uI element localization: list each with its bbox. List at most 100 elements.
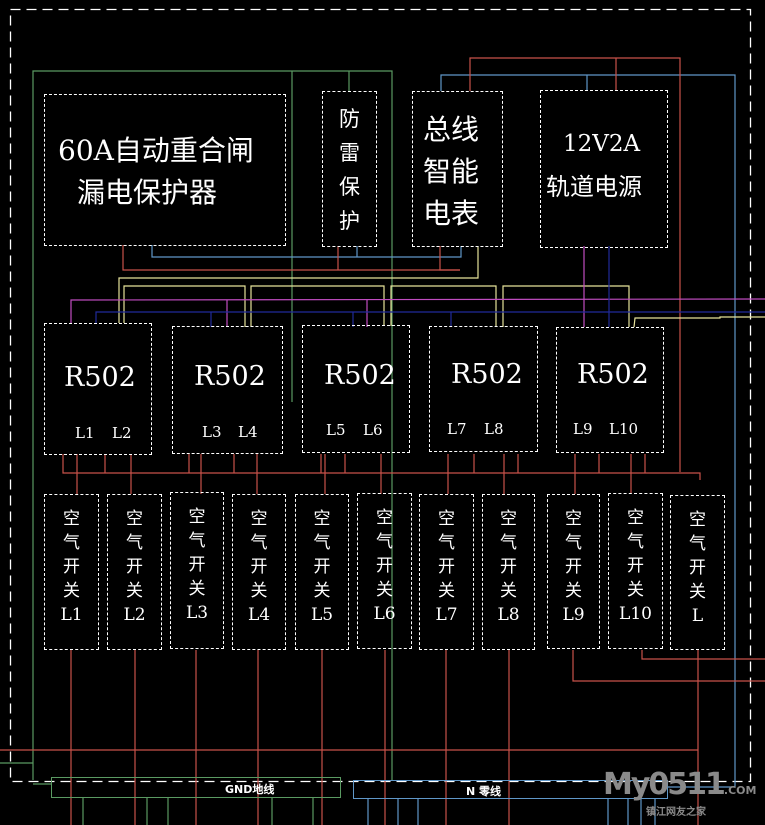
air-switch-char: 气 bbox=[63, 533, 80, 553]
air-switch-char: 关 bbox=[565, 581, 582, 601]
relay-output: L4 bbox=[238, 423, 258, 441]
enclosure-frame bbox=[9, 8, 752, 783]
air-switch-char: 空 bbox=[313, 509, 331, 529]
relay-output: L6 bbox=[363, 421, 383, 439]
relay-output: L3 bbox=[202, 423, 222, 441]
relay-model: R502 bbox=[577, 359, 649, 390]
air-switch-line: L8 bbox=[497, 605, 520, 625]
neutral-bus-label: N 零线 bbox=[466, 785, 502, 798]
lightning-char: 护 bbox=[339, 209, 360, 233]
smart-meter-line2: 智能 bbox=[423, 155, 480, 188]
air-switch-char: 气 bbox=[565, 533, 582, 553]
ground-bus-bar bbox=[51, 777, 341, 798]
watermark-logo: My0511.COM bbox=[603, 770, 756, 806]
signal-wires-blue bbox=[95, 246, 765, 327]
air-switch-char: 开 bbox=[63, 557, 80, 577]
air-switch-char: 气 bbox=[376, 532, 393, 552]
lightning-char: 雷 bbox=[339, 141, 360, 165]
air-switch-char: 空 bbox=[188, 507, 206, 527]
power-supply-rating: 12V2A bbox=[563, 131, 641, 157]
air-switch-label: 空气开关 L8 bbox=[483, 507, 534, 627]
air-switch-char: 气 bbox=[438, 533, 455, 553]
main-breaker-line1: 60A自动重合闸 bbox=[58, 134, 254, 167]
air-switch-char: 开 bbox=[689, 558, 706, 578]
air-switch-char: 开 bbox=[126, 557, 143, 577]
air-switch-char: 空 bbox=[63, 509, 80, 529]
watermark-subtitle: 镇江网友之家 bbox=[646, 807, 706, 818]
air-switch-line: L6 bbox=[373, 604, 396, 624]
air-switch-line: L1 bbox=[60, 605, 83, 625]
air-switch-char: 关 bbox=[438, 581, 455, 601]
relay-output: L5 bbox=[326, 421, 346, 439]
relay-module: R502 L5 L6 bbox=[302, 325, 410, 453]
neutral-bus-bar bbox=[353, 780, 668, 799]
relay-model: R502 bbox=[451, 359, 523, 390]
smart-meter-line1: 总线 bbox=[423, 113, 480, 146]
air-switch-char: 气 bbox=[313, 533, 331, 553]
air-switch-char: 开 bbox=[376, 556, 393, 576]
relay-output: L1 bbox=[75, 424, 95, 442]
air-switch-char: 气 bbox=[250, 533, 268, 553]
relay-output: L8 bbox=[484, 420, 504, 438]
smart-meter-line3: 电表 bbox=[423, 197, 480, 230]
relay-module: R502 L7 L8 bbox=[429, 326, 538, 452]
lightning-char: 防 bbox=[339, 107, 360, 131]
relay-module: R502 L1 L2 bbox=[44, 323, 152, 455]
air-switch-char: 气 bbox=[126, 533, 143, 553]
air-switch-char: 开 bbox=[500, 557, 517, 577]
air-switch-char: 关 bbox=[250, 581, 268, 601]
main-breaker-line2: 漏电保护器 bbox=[77, 176, 218, 209]
air-switch-char: 气 bbox=[500, 533, 517, 553]
relay-module: R502 L3 L4 bbox=[172, 326, 283, 454]
air-switch-char: 气 bbox=[188, 531, 206, 551]
air-switch-char: 关 bbox=[376, 580, 393, 600]
signal-wires-yellow bbox=[118, 246, 765, 328]
air-switch-l8: 空气开关 L8 bbox=[482, 494, 535, 650]
main-breaker-box: 60A自动重合闸 漏电保护器 bbox=[44, 94, 286, 246]
air-switch-char: 关 bbox=[627, 580, 644, 600]
air-switch-l6: 空气开关 L6 bbox=[357, 493, 412, 649]
air-switch-char: 开 bbox=[627, 556, 644, 576]
air-switch-char: 关 bbox=[63, 581, 80, 601]
air-switch-char: 开 bbox=[188, 555, 206, 575]
air-switch-line: L4 bbox=[247, 605, 271, 625]
smart-meter-box: 总线 智能 电表 bbox=[412, 91, 503, 247]
live-wires bbox=[0, 57, 765, 825]
air-switch-char: 关 bbox=[689, 582, 706, 602]
air-switch-label: 空气开关 L1 bbox=[45, 507, 98, 627]
relay-output: L9 bbox=[573, 420, 593, 438]
relay-model: R502 bbox=[324, 360, 396, 391]
air-switch-char: 空 bbox=[500, 509, 517, 529]
ground-bus-label: GND地线 bbox=[225, 783, 275, 796]
air-switch-line: L10 bbox=[619, 604, 652, 624]
air-switch-label: 空气开关 L6 bbox=[358, 506, 411, 626]
relay-output: L10 bbox=[609, 420, 639, 438]
signal-wires-magenta bbox=[70, 246, 765, 327]
air-switch-char: 空 bbox=[250, 509, 268, 529]
air-switch-char: 气 bbox=[689, 534, 706, 554]
air-switch-char: 关 bbox=[500, 581, 517, 601]
air-switch-char: 气 bbox=[627, 532, 644, 552]
air-switch-char: 开 bbox=[438, 557, 455, 577]
air-switch-line: L bbox=[691, 606, 704, 626]
ground-wires bbox=[0, 70, 393, 825]
power-supply-box: 12V2A 轨道电源 bbox=[540, 90, 668, 248]
air-switch-char: 空 bbox=[438, 509, 455, 529]
lightning-char: 保 bbox=[339, 175, 360, 199]
air-switch-char: 空 bbox=[376, 508, 393, 528]
air-switch-char: 空 bbox=[126, 509, 143, 529]
air-switch-char: 空 bbox=[689, 510, 706, 530]
